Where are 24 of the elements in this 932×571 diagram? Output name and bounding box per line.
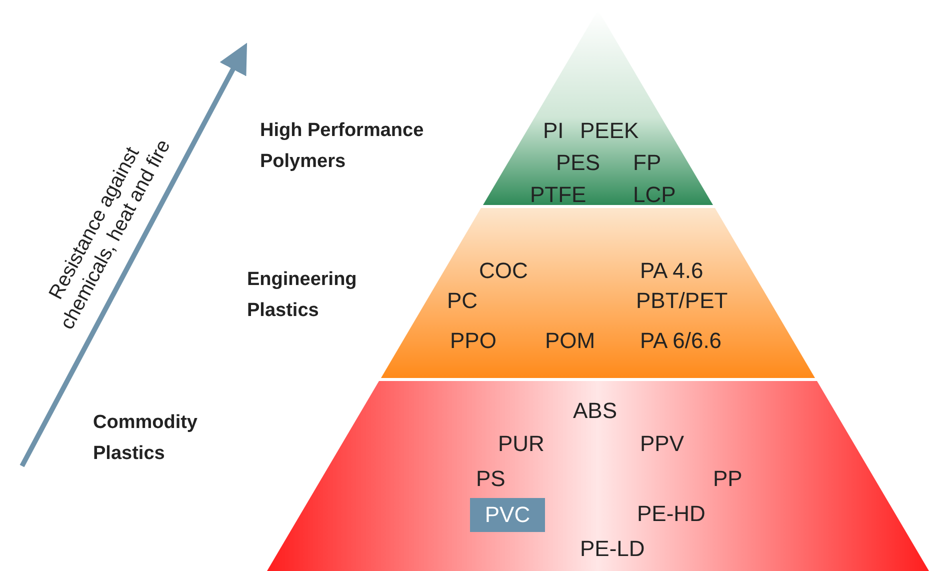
polymer-name: PS [476,466,506,491]
polymer-name: PBT/PET [636,288,728,313]
polymer-name: PEEK [580,118,639,143]
polymer-name: PP [713,466,742,491]
polymer-name: FP [633,150,662,175]
polymer-name: PUR [498,431,544,456]
polymer-name: PI [543,118,564,143]
polymer-name: PTFE [530,182,586,207]
polymer-name: LCP [633,182,676,207]
tier-label: High Performance Polymers [260,119,425,174]
polymer-name: PE-HD [637,501,706,526]
polymer-name: POM [545,328,596,353]
polymer-name: ABS [573,398,618,423]
polymer-name: PPV [640,431,684,456]
polymer-name: PC [447,288,478,313]
tier-label: Engineering Plastics [247,268,358,323]
polymer-name: COC [479,258,528,283]
polymer-name: PA 4.6 [640,258,704,283]
polymer-name: PA 6/6.6 [640,328,722,353]
polymer-name: PES [556,150,600,175]
highlight-box: PVC [470,498,545,532]
tier-label: Commodity Plastics [93,411,198,466]
polymer-name: PE-LD [580,536,645,561]
polymer-name: PPO [450,328,496,353]
